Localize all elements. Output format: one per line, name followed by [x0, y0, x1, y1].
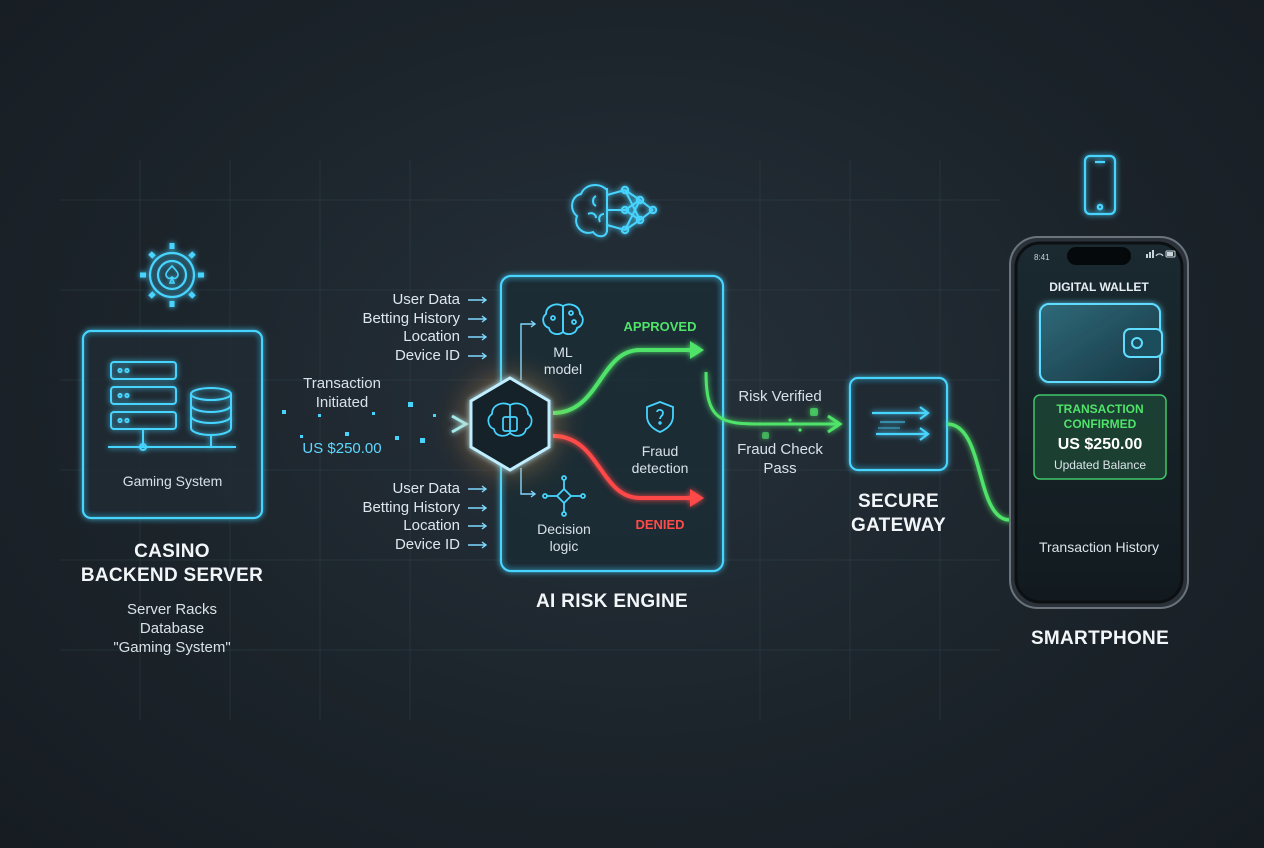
fast-forward-icon — [872, 406, 930, 441]
fraud-check-line2: Pass — [763, 460, 797, 477]
fraud-detection-line1: Fraud — [641, 443, 679, 459]
casino-detail-1: Server Racks — [126, 601, 218, 618]
confirmation-card — [1033, 394, 1167, 480]
input-arrows-top — [468, 296, 488, 360]
engine-title: AI RISK ENGINE — [536, 591, 688, 612]
fraud-detection-line2: detection — [631, 460, 689, 476]
gateway-title-line2: GATEWAY — [850, 515, 946, 536]
casino-box-label: Gaming System — [122, 473, 223, 489]
updated-balance-label: Updated Balance — [1053, 458, 1147, 472]
ml-model-line1: ML — [553, 344, 573, 360]
secure-gateway-box — [848, 376, 949, 472]
gear-spade-icon — [140, 243, 204, 307]
approved-label: APPROVED — [623, 319, 697, 334]
casino-title-line1: CASINO — [134, 541, 210, 562]
transaction-amount: US $250.00 — [302, 440, 382, 457]
input-location: Location — [403, 328, 460, 345]
gateway-title-line1: SECURE — [858, 491, 939, 512]
casino-detail-3: "Gaming System" — [113, 639, 231, 656]
input-user-data: User Data — [392, 480, 460, 497]
decision-logic-line1: Decision — [537, 521, 591, 537]
denied-path — [552, 434, 704, 507]
input-arrows-bottom — [468, 485, 488, 549]
risk-verified-label: Risk Verified — [738, 388, 822, 405]
phone-time: 8:41 — [1034, 253, 1050, 262]
ml-model-line2: model — [543, 361, 583, 377]
transaction-history-link: Transaction History — [1038, 539, 1160, 555]
engine-connectors — [520, 320, 537, 498]
input-device-id: Device ID — [394, 346, 460, 364]
core-brain-chip-icon — [487, 402, 533, 437]
fraud-shield-icon — [646, 401, 674, 433]
phone-icon — [1083, 154, 1117, 216]
input-device-id: Device ID — [394, 535, 460, 553]
wallet-title: DIGITAL WALLET — [1049, 280, 1149, 294]
input-location: Location — [403, 517, 460, 534]
casino-server-box — [81, 329, 264, 520]
engine-core — [462, 376, 558, 472]
casino-title-line2: BACKEND SERVER — [80, 565, 264, 586]
confirmed-amount: US $250.00 — [1057, 436, 1143, 453]
engine-inputs-bottom: User Data Betting History Location Devic… — [310, 480, 460, 554]
transaction-initiated-line2: Initiated — [315, 394, 369, 411]
status-bar-icons — [1146, 250, 1176, 258]
approved-path — [552, 341, 704, 415]
input-betting-history: Betting History — [362, 309, 460, 327]
transaction-initiated-line1: Transaction — [303, 375, 381, 392]
smartphone-device — [1009, 236, 1189, 609]
denied-label: DENIED — [635, 517, 685, 532]
wallet-icon — [1039, 303, 1163, 383]
engine-inputs-top: User Data Betting History Location Devic… — [310, 291, 460, 365]
confirmed-line2: CONFIRMED — [1063, 417, 1137, 431]
decision-logic-line2: logic — [549, 538, 579, 554]
brain-network-icon — [571, 184, 658, 238]
verified-path — [704, 371, 843, 439]
ml-model-icon — [542, 303, 584, 335]
decision-logic-icon — [542, 475, 586, 517]
casino-detail-2: Database — [139, 620, 205, 637]
smartphone-title: SMARTPHONE — [1030, 628, 1170, 649]
server-rack-icon — [108, 361, 236, 451]
fraud-check-line1: Fraud Check — [737, 441, 823, 458]
database-icon — [190, 387, 232, 447]
input-betting-history: Betting History — [362, 498, 460, 516]
confirmed-line1: TRANSACTION — [1056, 402, 1144, 416]
input-user-data: User Data — [392, 291, 460, 308]
